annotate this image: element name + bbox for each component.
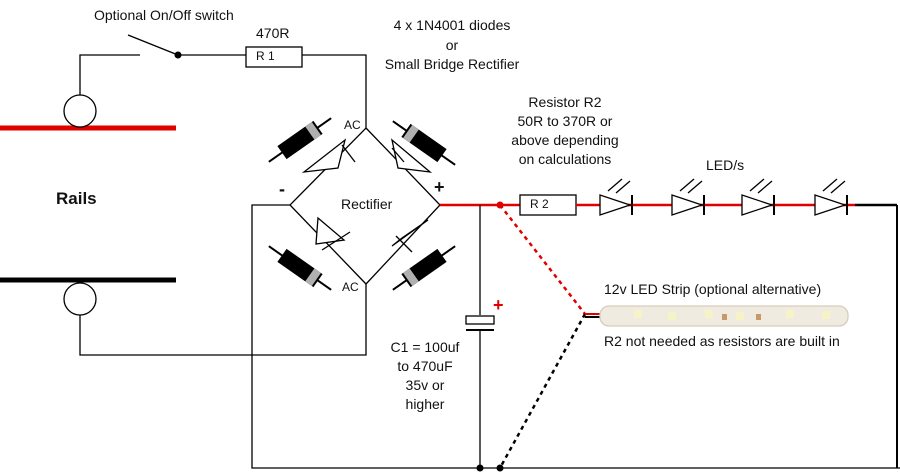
r2-body-label: R 2 [530, 197, 549, 211]
diodes-label-2: or [445, 37, 459, 53]
strip-wire-negative [498, 313, 587, 469]
r1-value-label: 470R [256, 25, 290, 41]
ac-bottom-label: AC [342, 280, 359, 294]
diode-bottom-right [392, 245, 456, 291]
r2-label-4: on calculations [518, 151, 612, 167]
wheel-bottom [63, 282, 97, 316]
diodes-label-3: Small Bridge Rectifier [384, 56, 520, 72]
minus-label: - [279, 179, 285, 199]
ac-top-label: AC [344, 118, 361, 132]
junction-switch [174, 51, 182, 59]
strip-wire-positive [499, 204, 586, 315]
r2-label-3: above depending [511, 132, 619, 148]
led-3 [741, 178, 775, 216]
led-strip-title: 12v LED Strip (optional alternative) [604, 281, 822, 297]
switch-lever [127, 34, 179, 56]
r1-body [245, 46, 303, 68]
c1-label-2: to 470uF [397, 358, 453, 374]
leds-label: LED/s [706, 157, 745, 173]
wire-negative [251, 204, 900, 469]
bridge-diode-bl [315, 216, 346, 245]
wheel-top [63, 94, 97, 128]
capacitor-plus-label: + [493, 295, 504, 315]
capacitor-c1 [465, 315, 495, 325]
plus-label: + [434, 177, 445, 197]
junction-strip-positive [496, 201, 504, 209]
r1-body-label: R 1 [256, 49, 275, 63]
wire-wheel-to-switch [79, 54, 140, 95]
led-2 [671, 178, 705, 216]
wire-r1-to-ac [302, 54, 367, 128]
bridge-diode-tr [390, 138, 433, 173]
rails-label: Rails [56, 189, 97, 208]
rectifier-label: Rectifier [341, 196, 393, 212]
switch-label: Optional On/Off switch [94, 7, 234, 23]
bridge-diode-tl [301, 138, 347, 173]
bridge-diode-br [391, 219, 429, 247]
led-4 [814, 178, 848, 216]
junction-capacitor [476, 464, 484, 472]
c1-label-3: 35v or [405, 377, 445, 393]
led-strip-note: R2 not needed as resistors are built in [604, 333, 840, 349]
junction-strip-negative [496, 464, 504, 472]
r2-label-1: Resistor R2 [528, 94, 602, 110]
r2-label-2: 50R to 370R or [517, 113, 613, 129]
diode-top-left [268, 117, 332, 163]
c1-label-4: higher [405, 396, 445, 412]
led-strip-chips [634, 310, 830, 320]
led-1 [599, 178, 633, 216]
wire-wheel-to-ac [79, 284, 367, 356]
diode-top-right [392, 120, 456, 166]
c1-label-1: C1 = 100uf [390, 339, 460, 355]
diode-bottom-left [268, 245, 332, 291]
diodes-label-1: 4 x 1N4001 diodes [393, 17, 511, 33]
